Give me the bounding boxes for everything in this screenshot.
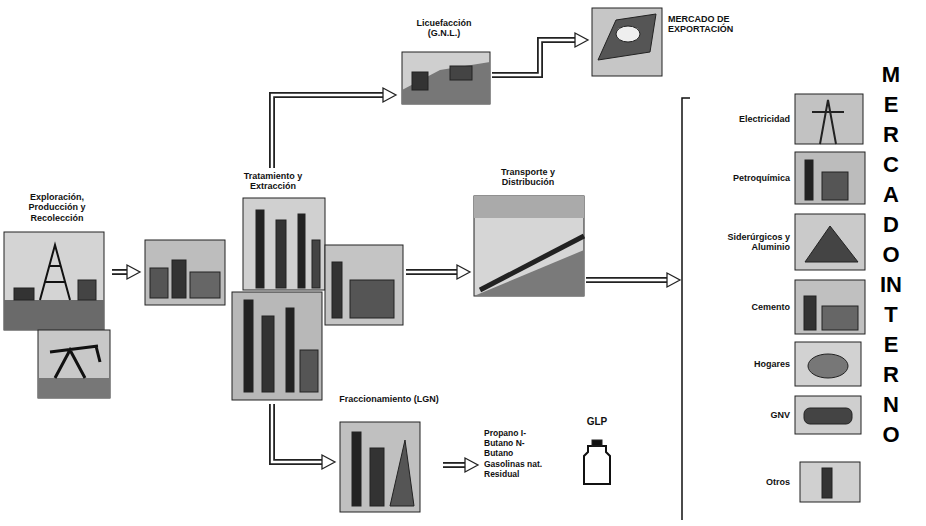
- arrow-head: [457, 265, 470, 279]
- market-label: Siderúrgicos y Aluminio: [690, 232, 790, 253]
- flow-line-core: [272, 95, 385, 168]
- market-label: Otros: [690, 477, 790, 487]
- arrow-head: [127, 265, 140, 279]
- node-label: Propano I-Butano N-Butano Gasolinas nat.…: [478, 428, 550, 479]
- node-label: MERCADO DE EXPORTACIÓN: [668, 14, 796, 35]
- market-item: Electricidad: [690, 92, 875, 146]
- stage-box: Tratamiento y Extracción: [140, 168, 406, 404]
- flow-line-core: [406, 271, 459, 273]
- flow-line: [272, 95, 385, 168]
- flow-arrow: [112, 265, 140, 279]
- market-item: Otros: [690, 460, 875, 504]
- market-item: Hogares: [690, 340, 875, 388]
- arrow-head: [465, 458, 478, 472]
- market-label: Cemento: [690, 302, 790, 312]
- node-label: GLP: [572, 416, 622, 428]
- arrow-head: [383, 88, 396, 102]
- market-label: Petroquímica: [690, 173, 790, 183]
- flow-arrow: [586, 273, 680, 287]
- flow-line-core: [586, 279, 669, 281]
- flow-arrow: [443, 458, 478, 472]
- product-icon: GLP: [572, 412, 622, 494]
- stage-box: Transporte y Distribución: [470, 165, 586, 300]
- node-label: Transporte y Distribución: [478, 167, 578, 188]
- stage-box: Fraccionamiento (LGN): [335, 392, 443, 516]
- market-item: Petroquímica: [690, 150, 875, 206]
- product-list: Propano I-Butano N-Butano Gasolinas nat.…: [478, 428, 552, 510]
- flow-arrow: [272, 404, 335, 469]
- arrow-head: [575, 33, 588, 47]
- arrow-head: [322, 455, 335, 469]
- market-item: Siderúrgicos y Aluminio: [690, 212, 875, 272]
- flow-line-core: [272, 404, 324, 462]
- flow-arrow: [492, 33, 588, 75]
- flow-arrow: [406, 265, 470, 279]
- flow-line: [406, 269, 459, 275]
- vertical-title: MERCADO INTERNO: [880, 60, 902, 450]
- stage-box: Exploración, Producción y Recolección: [2, 190, 112, 402]
- flow-line: [272, 404, 324, 462]
- flow-arrow: [272, 88, 396, 168]
- flow-line: [586, 277, 669, 283]
- stage-box: Licuefacción (G.N.L.): [396, 16, 492, 106]
- node-label: Tratamiento y Extracción: [231, 171, 315, 192]
- market-label: Hogares: [690, 359, 790, 369]
- market-item: Cemento: [690, 278, 875, 336]
- market-item: GNV: [690, 394, 875, 436]
- flow-line-core: [492, 40, 577, 75]
- node-label: Fraccionamiento (LGN): [339, 394, 439, 404]
- node-label: Exploración, Producción y Recolección: [5, 192, 109, 223]
- arrow-head: [667, 273, 680, 287]
- flow-line: [443, 462, 467, 468]
- market-label: Electricidad: [690, 114, 790, 124]
- market-label: GNV: [690, 410, 790, 420]
- node-label: Licuefacción (G.N.L.): [404, 18, 484, 39]
- flow-line: [492, 40, 577, 75]
- flow-line-core: [443, 464, 467, 466]
- market-region: MERCADO INTERNO ElectricidadPetroquímicaS…: [680, 58, 924, 524]
- market-box: MERCADO DE EXPORTACIÓN: [588, 4, 804, 80]
